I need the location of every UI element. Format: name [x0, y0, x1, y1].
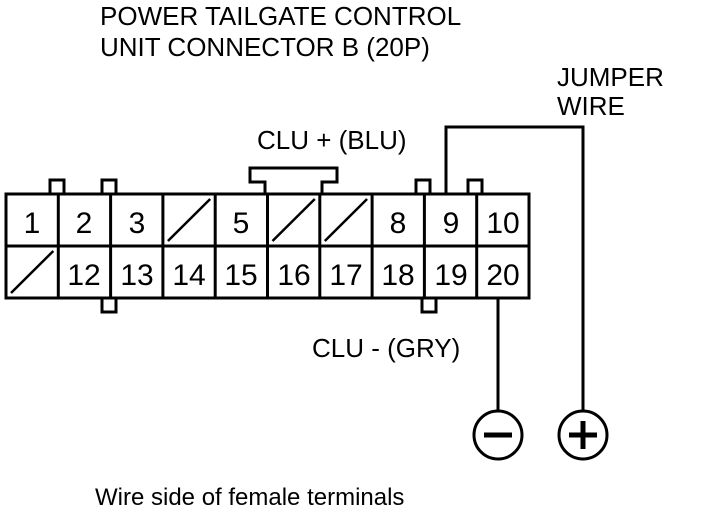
pin-label: 9: [443, 207, 460, 240]
empty-cavity-slash: [167, 198, 212, 242]
plus-terminal-icon: [557, 409, 609, 461]
connector-top-row: 1 2 3 5 8 9 10: [24, 207, 520, 240]
pin-label: 13: [120, 259, 153, 292]
connector-bottom-tabs: [100, 296, 438, 314]
pin-label: 14: [172, 259, 205, 292]
top-tab: [100, 178, 118, 196]
footer-caption: Wire side of female terminals: [95, 484, 404, 511]
pin-label: 15: [224, 259, 257, 292]
pin-label: 20: [486, 259, 519, 292]
empty-cavity-slash: [271, 198, 316, 242]
title-line-1: POWER TAILGATE CONTROL: [100, 1, 461, 31]
connector-bottom-row: 12 13 14 15 16 17 18 19 20: [67, 259, 519, 292]
pin-label: 16: [277, 259, 310, 292]
pin-label: 2: [76, 207, 93, 240]
top-tab: [466, 178, 484, 196]
title-line-2: UNIT CONNECTOR B (20P): [100, 32, 430, 62]
connector-column-dividers: [56, 194, 479, 298]
jumper-label-line-2: WIRE: [557, 91, 625, 121]
jumper-wire: [444, 125, 585, 411]
minus-terminal-icon: [472, 409, 524, 461]
jumper-label-line-1: JUMPER: [557, 62, 664, 92]
pin-label: 8: [390, 207, 407, 240]
connector-top-tabs: [48, 178, 484, 196]
pin-label: 3: [129, 207, 146, 240]
bottom-tab: [420, 296, 438, 314]
pin-label: 19: [434, 259, 467, 292]
empty-cavity-slash: [10, 250, 55, 294]
pin-label: 17: [329, 259, 362, 292]
pin-label: 5: [233, 207, 250, 240]
pin-label: 12: [67, 259, 100, 292]
pin-label: 18: [381, 259, 414, 292]
pin-label: 1: [24, 207, 41, 240]
clu-minus-label: CLU - (GRY): [312, 333, 460, 363]
connector-lock-latch: [248, 166, 339, 194]
top-tab: [48, 178, 66, 196]
blank-cavity-slashes: [10, 198, 368, 294]
clu-plus-label: CLU + (BLU): [257, 125, 407, 155]
bottom-tab: [100, 296, 118, 314]
empty-cavity-slash: [323, 198, 368, 242]
pin-label: 10: [486, 207, 519, 240]
top-tab: [414, 178, 432, 196]
